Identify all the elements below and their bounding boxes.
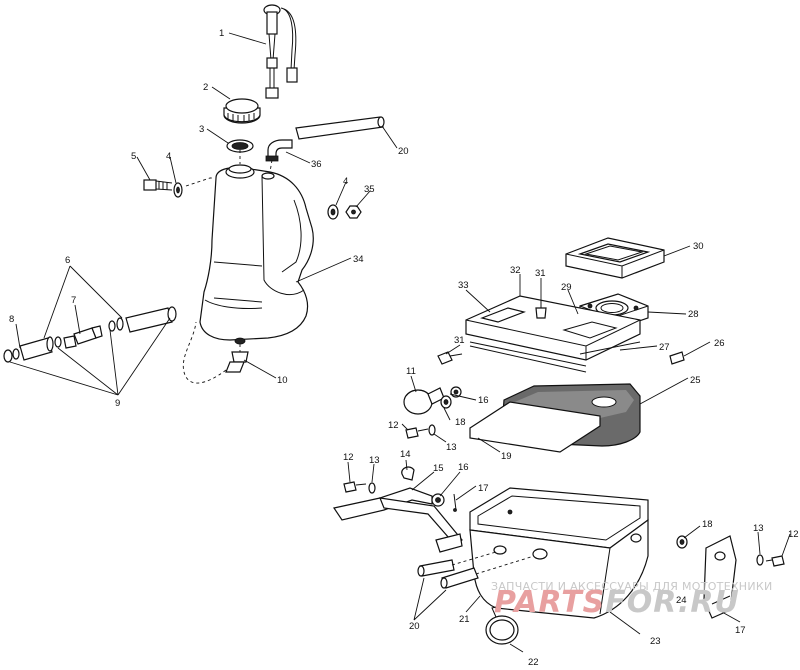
callout-13: 13	[446, 442, 457, 453]
callout-18-right: 18	[702, 519, 713, 530]
outlet-hose-dash	[182, 321, 241, 384]
callout-20-lower: 20	[409, 621, 420, 632]
callout-27: 27	[659, 342, 670, 353]
callout-1: 1	[219, 28, 224, 39]
callout-29: 29	[561, 282, 572, 293]
callout-16: 16	[478, 395, 489, 406]
callout-24: 24	[676, 595, 687, 606]
mount-bracket	[333, 487, 463, 553]
callout-8: 8	[9, 314, 14, 325]
screw-left	[437, 351, 463, 365]
callout-36: 36	[311, 159, 322, 170]
callout-numbers: 1 2 3 5 4 4 35 36 20 34 10 6 7 8 9 30 32…	[9, 28, 799, 668]
intake-tube-b	[440, 567, 479, 589]
watermark-tagline: ЗАПЧАСТИ И АКСЕССУАРЫ ДЛЯ МОТОТЕХНИКИ	[491, 580, 773, 593]
callout-5: 5	[131, 151, 136, 162]
clamp-ring	[485, 605, 519, 645]
callout-17-right: 17	[735, 625, 746, 636]
callout-14: 14	[400, 449, 411, 460]
screw-upper	[535, 300, 547, 319]
valve-washer	[428, 424, 436, 436]
callout-7: 7	[71, 295, 76, 306]
fuel-tank	[199, 164, 314, 341]
callout-31: 31	[535, 268, 546, 279]
grommet-mid	[440, 395, 452, 409]
callout-12-right: 12	[788, 529, 799, 540]
cap-gasket	[226, 139, 254, 153]
tube-align-dash	[451, 551, 535, 575]
callout-35: 35	[364, 184, 375, 195]
vent-elbow-fitting	[265, 139, 293, 162]
watermark-logo-left: PARTS	[494, 585, 605, 620]
washer-right-lower	[756, 554, 764, 566]
cap-align-dash	[239, 150, 273, 173]
callout-2: 2	[203, 82, 208, 93]
callout-19: 19	[501, 451, 512, 462]
fuel-cap	[223, 98, 261, 124]
clip-14	[401, 466, 415, 481]
mount-bolt-left	[143, 179, 173, 191]
callout-21: 21	[459, 614, 470, 625]
callout-3: 3	[199, 124, 204, 135]
fuel-gauge-sender	[263, 4, 298, 99]
mount-nut-right	[345, 205, 362, 219]
bracket-pin	[453, 493, 457, 512]
washer-right	[327, 204, 339, 220]
callout-22: 22	[528, 657, 539, 668]
callout-11: 11	[406, 366, 416, 377]
callout-26: 26	[714, 338, 725, 349]
side-bracket	[703, 535, 737, 619]
callout-4-right: 4	[343, 176, 348, 187]
watermark-logo: PARTSFOR.RU	[494, 585, 740, 620]
callout-6: 6	[65, 255, 70, 266]
washer-left	[173, 182, 183, 198]
callout-31-left: 31	[454, 335, 465, 346]
bracket-grommet	[431, 493, 445, 507]
callout-25: 25	[690, 375, 701, 386]
vent-hose	[295, 116, 385, 140]
breather-valve	[403, 387, 445, 415]
bracket-washer	[368, 482, 376, 494]
bracket-bolt	[343, 481, 367, 493]
callout-13-lower: 13	[369, 455, 380, 466]
leader-lines	[9, 32, 791, 653]
callout-28: 28	[688, 309, 699, 320]
callout-9: 9	[115, 398, 120, 409]
valve-bolt	[405, 427, 429, 439]
callout-10: 10	[277, 375, 288, 386]
watermark-logo-right: FOR.RU	[605, 585, 740, 620]
clip	[669, 351, 685, 365]
callout-13-right: 13	[753, 523, 764, 534]
callout-23: 23	[650, 636, 661, 647]
callout-33: 33	[458, 280, 469, 291]
callout-12: 12	[388, 420, 399, 431]
callout-17: 17	[478, 483, 489, 494]
grommet-right	[676, 535, 688, 549]
callout-34: 34	[353, 254, 364, 265]
callout-4: 4	[166, 151, 171, 162]
callout-15: 15	[433, 463, 444, 474]
callout-20: 20	[398, 146, 409, 157]
callout-32: 32	[510, 265, 521, 276]
lid-seal	[579, 341, 641, 355]
fuel-line-assembly	[3, 306, 177, 363]
callout-18: 18	[455, 417, 466, 428]
bolt-right-lower	[765, 555, 785, 567]
callout-12-lower: 12	[343, 452, 354, 463]
air-filter	[565, 237, 665, 279]
airbox-base	[469, 487, 649, 619]
outlet-fitting	[225, 337, 249, 373]
bolt-align-dash	[185, 177, 212, 187]
callout-16-lower: 16	[458, 462, 469, 473]
gasket-plate	[469, 401, 601, 453]
callout-30: 30	[693, 241, 704, 252]
watermark: ЗАПЧАСТИ И АКСЕССУАРЫ ДЛЯ МОТОТЕХНИКИ PA…	[491, 580, 773, 620]
intake-tube-a	[417, 559, 455, 577]
